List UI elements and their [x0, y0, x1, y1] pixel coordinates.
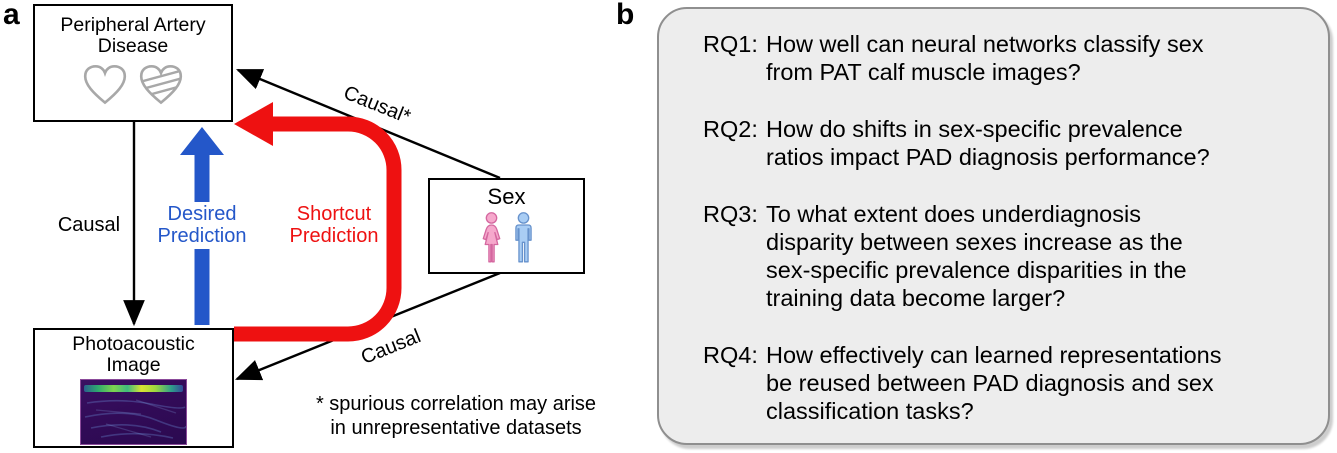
rq3-line2: disparity between sexes increase as the [766, 229, 1183, 255]
rq1-text: How well can neural networks classify se… [766, 30, 1204, 86]
rq4-text: How effectively can learned representati… [766, 341, 1221, 425]
rq2-text: How do shifts in sex-specific prevalence… [766, 115, 1210, 171]
heart-icons-row [35, 64, 231, 106]
photoacoustic-thumbnail [80, 379, 187, 445]
photoacoustic-node: Photoacoustic Image [33, 328, 234, 448]
bandaged-heart-icon [139, 64, 183, 105]
sex-node: Sex [428, 178, 585, 274]
male-icon [514, 212, 532, 263]
desired-prediction-label: Desired Prediction [142, 202, 262, 249]
rq4-line2: be reused between PAD diagnosis and sex [766, 370, 1214, 396]
pad-title-line2: Disease [97, 35, 169, 57]
pad-node-title: Peripheral Artery Disease [35, 15, 231, 57]
rq1-line1: How well can neural networks classify se… [766, 31, 1204, 57]
footnote-line1: * spurious correlation may arise [315, 393, 597, 415]
panel-b-label: b [616, 0, 635, 31]
rq3-line1: To what extent does underdiagnosis [766, 201, 1141, 227]
sex-node-title: Sex [430, 185, 583, 209]
sex-title: Sex [487, 184, 526, 209]
pad-title-line1: Peripheral Artery [60, 14, 206, 36]
rq1-id: RQ1: [703, 31, 758, 57]
research-question-1: RQ1: How well can neural networks classi… [703, 30, 1302, 86]
research-question-4: RQ4: How effectively can learned represe… [703, 341, 1302, 425]
rq4-id: RQ4: [703, 342, 758, 368]
research-questions-box: RQ1: How well can neural networks classi… [657, 7, 1330, 445]
rq2-line1: How do shifts in sex-specific prevalence [766, 116, 1183, 142]
sex-icons-row [430, 212, 583, 264]
desired-label-line2: Prediction [157, 224, 247, 247]
shortcut-label-line1: Shortcut [296, 203, 372, 225]
female-icon [482, 212, 500, 263]
shortcut-arrow-shaft [234, 116, 402, 342]
rq3-text: To what extent does underdiagnosis dispa… [766, 200, 1187, 312]
rq4-line3: classification tasks? [766, 398, 974, 424]
rq2-line2: ratios impact PAD diagnosis performance? [766, 144, 1210, 170]
photoacoustic-texture [84, 399, 186, 439]
shortcut-prediction-label: Shortcut Prediction [276, 202, 392, 249]
pa-title-line2: Image [106, 354, 161, 376]
healthy-heart-icon [83, 64, 127, 105]
causal-label-left: Causal [57, 214, 121, 236]
panel-a-label: a [3, 0, 20, 31]
photoacoustic-bright-streak [84, 385, 183, 392]
rq3-line4: training data become larger? [766, 285, 1066, 311]
shortcut-label-line2: Prediction [289, 224, 379, 247]
footnote-line2: in unrepresentative datasets [330, 417, 582, 439]
photoacoustic-node-title: Photoacoustic Image [35, 334, 232, 376]
shortcut-arrowhead [234, 102, 273, 146]
desired-arrowhead [180, 127, 224, 155]
research-question-2: RQ2: How do shifts in sex-specific preva… [703, 115, 1302, 171]
rq1-line2: from PAT calf muscle images? [766, 59, 1081, 85]
shortcut-prediction-arrow [234, 102, 402, 342]
pad-node: Peripheral Artery Disease [33, 4, 233, 122]
rq2-id: RQ2: [703, 116, 758, 142]
rq4-line1: How effectively can learned representati… [766, 342, 1222, 368]
causal-diagram-arrows-layer [123, 68, 501, 381]
rq3-line3: sex-specific prevalence disparities in t… [766, 257, 1187, 283]
research-question-3: RQ3: To what extent does underdiagnosis … [703, 200, 1302, 312]
pa-title-line1: Photoacoustic [72, 333, 195, 355]
rq3-id: RQ3: [703, 201, 758, 227]
spurious-correlation-footnote: * spurious correlation may arise in unre… [283, 392, 629, 440]
desired-label-line1: Desired [167, 203, 237, 225]
